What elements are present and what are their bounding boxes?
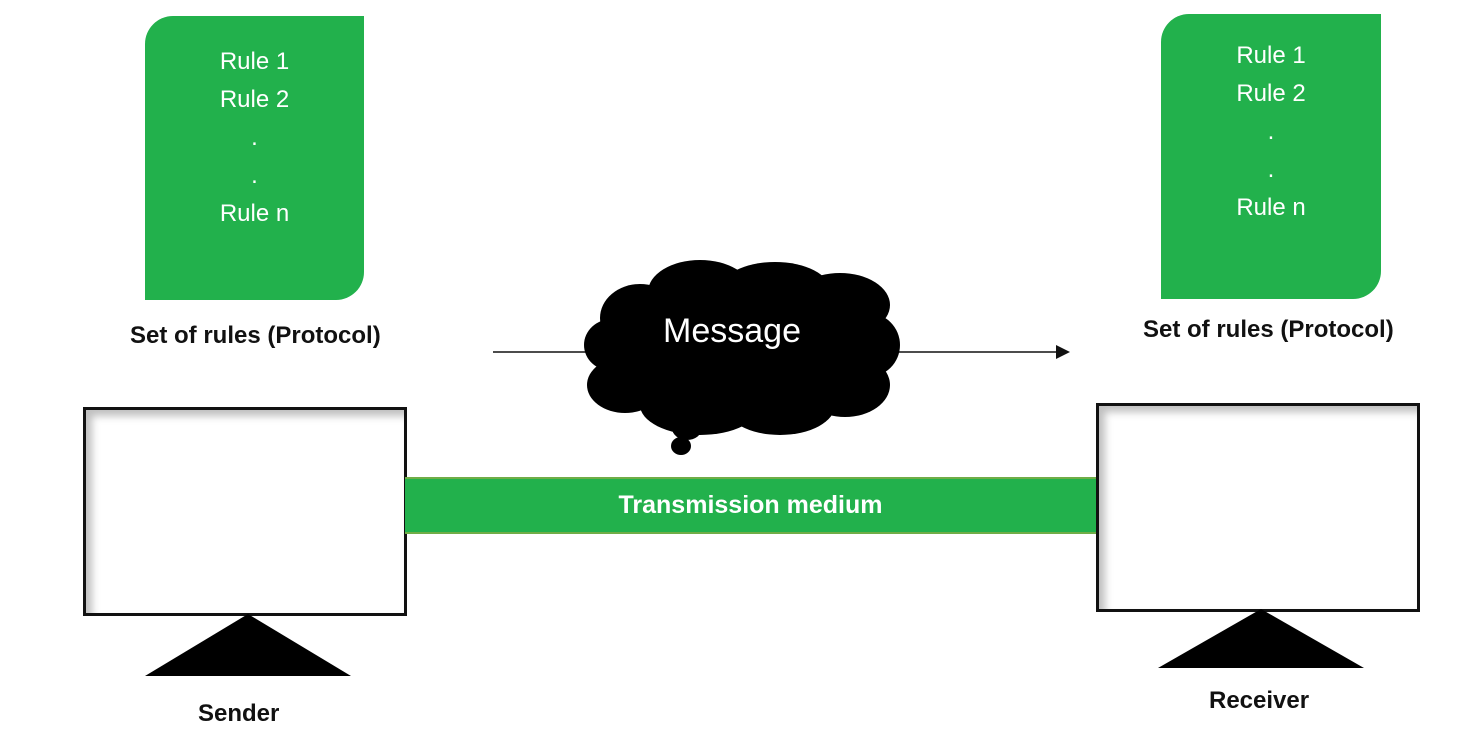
receiver-monitor-stand <box>1158 609 1364 668</box>
receiver-rule-n: Rule n <box>1236 194 1306 221</box>
receiver-rule-ellipsis-2: . <box>1267 156 1275 183</box>
receiver-rule-ellipsis-1: . <box>1267 118 1275 145</box>
receiver-protocol-caption: Set of rules (Protocol) <box>1143 316 1394 343</box>
message-label: Message <box>663 312 801 350</box>
sender-rule-1: Rule 1 <box>219 48 290 75</box>
sender-rule-n: Rule n <box>219 200 290 227</box>
transmission-medium-bar: Transmission medium <box>405 477 1096 534</box>
transmission-medium-label: Transmission medium <box>618 491 883 519</box>
sender-label: Sender <box>198 700 280 727</box>
sender-rule-ellipsis-1: . <box>251 124 258 151</box>
sender-protocol-caption: Set of rules (Protocol) <box>130 322 381 349</box>
sender-monitor-screen <box>83 407 407 616</box>
sender-rule-2: Rule 2 <box>219 86 290 113</box>
receiver-label: Receiver <box>1209 687 1310 714</box>
sender-rule-ellipsis-2: . <box>251 162 258 189</box>
sender-monitor-stand <box>145 614 351 676</box>
receiver-rule-2: Rule 2 <box>1236 80 1306 107</box>
receiver-rules-card: Rule 1 Rule 2 . . Rule n <box>1161 14 1381 299</box>
receiver-monitor-screen <box>1096 403 1420 612</box>
receiver-rule-1: Rule 1 <box>1236 42 1306 69</box>
message-cloud-icon <box>584 260 900 455</box>
sender-rules-card: Rule 1 Rule 2 . . Rule n <box>145 16 364 300</box>
flow-arrowhead <box>1056 345 1070 359</box>
